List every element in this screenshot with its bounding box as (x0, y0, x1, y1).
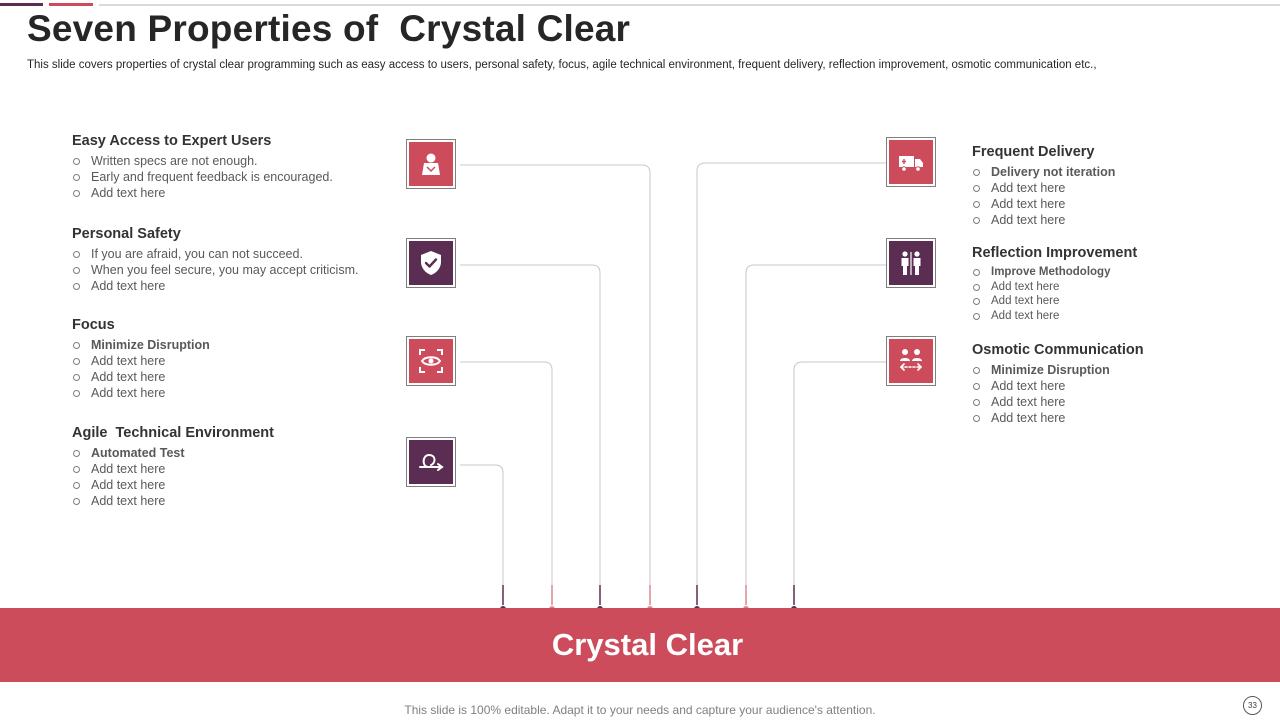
icon-box-focus (406, 336, 456, 386)
list-item: Delivery not iteration (972, 164, 1115, 180)
icon-box-osmotic (886, 336, 936, 386)
top-accent-bar-line (99, 4, 1280, 6)
icon-box-personal-safety (406, 238, 456, 288)
agile-loop-icon (419, 453, 444, 471)
banner-title: Crystal Clear (551, 627, 744, 662)
footer-note: This slide is 100% editable. Adapt it to… (404, 703, 876, 717)
section-heading: Easy Access to Expert Users (72, 133, 272, 149)
list-item: If you are afraid, you can not succeed. (72, 246, 358, 262)
list-item: Add text here (72, 461, 274, 477)
bullet-list: Minimize Disruption Add text here Add te… (972, 362, 1144, 426)
section-agile-environment: Agile Technical Environment Automated Te… (72, 425, 274, 509)
eye-focus-icon (419, 349, 443, 373)
bullet-list: Automated Test Add text here Add text he… (72, 445, 274, 509)
list-item: Add text here (72, 369, 210, 385)
icon-box-frequent-delivery (886, 137, 936, 187)
list-item: Add text here (972, 394, 1144, 410)
section-personal-safety: Personal Safety If you are afraid, you c… (72, 226, 358, 294)
people-icon (901, 251, 921, 275)
communication-icon (899, 349, 923, 371)
bullet-list: Minimize Disruption Add text here Add te… (72, 337, 210, 401)
top-accent-bar-dark (0, 3, 43, 6)
list-item: Minimize Disruption (72, 337, 210, 353)
connector-personal-safety (460, 264, 601, 605)
icon-box-agile (406, 437, 456, 487)
section-heading: Frequent Delivery (972, 144, 1095, 160)
list-item: Minimize Disruption (972, 362, 1144, 378)
list-item: When you feel secure, you may accept cri… (72, 262, 358, 278)
delivery-truck-icon (899, 156, 923, 172)
icon-box-reflection (886, 238, 936, 288)
section-osmotic-communication: Osmotic Communication Minimize Disruptio… (972, 342, 1144, 426)
section-heading: Reflection Improvement (972, 245, 1138, 261)
list-item: Add text here (72, 353, 210, 369)
list-item: Add text here (972, 294, 1137, 309)
section-heading: Focus (72, 317, 115, 333)
list-item: Add text here (972, 309, 1137, 324)
section-focus: Focus Minimize Disruption Add text here … (72, 317, 210, 401)
slide-title: Seven Properties of Crystal Clear (27, 8, 631, 49)
list-item: Add text here (972, 212, 1115, 228)
connector-agile (460, 464, 504, 605)
list-item: Add text here (972, 410, 1144, 426)
top-accent-bar-red (49, 3, 93, 6)
list-item: Add text here (72, 493, 274, 509)
list-item: Add text here (972, 280, 1137, 295)
icon-box-easy-access (406, 139, 456, 189)
section-heading: Osmotic Communication (972, 342, 1144, 358)
crystal-clear-banner: Crystal Clear (0, 608, 1280, 682)
bullet-list: Delivery not iteration Add text here Add… (972, 164, 1115, 228)
list-item: Written specs are not enough. (72, 153, 333, 169)
section-easy-access: Easy Access to Expert Users Written spec… (72, 133, 333, 201)
list-item: Add text here (72, 477, 274, 493)
page-number: 33 (1243, 696, 1262, 715)
bullet-list: If you are afraid, you can not succeed. … (72, 246, 358, 294)
list-item: Add text here (972, 378, 1144, 394)
list-item: Improve Methodology (972, 265, 1137, 280)
shield-check-icon (421, 251, 441, 275)
list-item: Add text here (72, 385, 210, 401)
list-item: Automated Test (72, 445, 274, 461)
section-heading: Personal Safety (72, 226, 181, 242)
list-item: Add text here (72, 185, 333, 201)
list-item: Add text here (972, 196, 1115, 212)
connector-focus (460, 361, 553, 605)
connector-easy-access (460, 164, 651, 605)
section-heading: Agile Technical Environment (72, 425, 274, 441)
list-item: Early and frequent feedback is encourage… (72, 169, 333, 185)
connector-reflection (745, 264, 886, 605)
section-reflection-improvement: Reflection Improvement Improve Methodolo… (972, 245, 1137, 323)
expert-user-icon (422, 153, 440, 175)
connector-frequent-delivery (696, 162, 886, 605)
list-item: Add text here (72, 278, 358, 294)
section-frequent-delivery: Frequent Delivery Delivery not iteration… (972, 144, 1115, 228)
list-item: Add text here (972, 180, 1115, 196)
bullet-list: Written specs are not enough. Early and … (72, 153, 333, 201)
slide-subtitle: This slide covers properties of crystal … (27, 59, 1097, 71)
connector-osmotic (793, 361, 886, 605)
bullet-list: Improve Methodology Add text here Add te… (972, 265, 1137, 323)
